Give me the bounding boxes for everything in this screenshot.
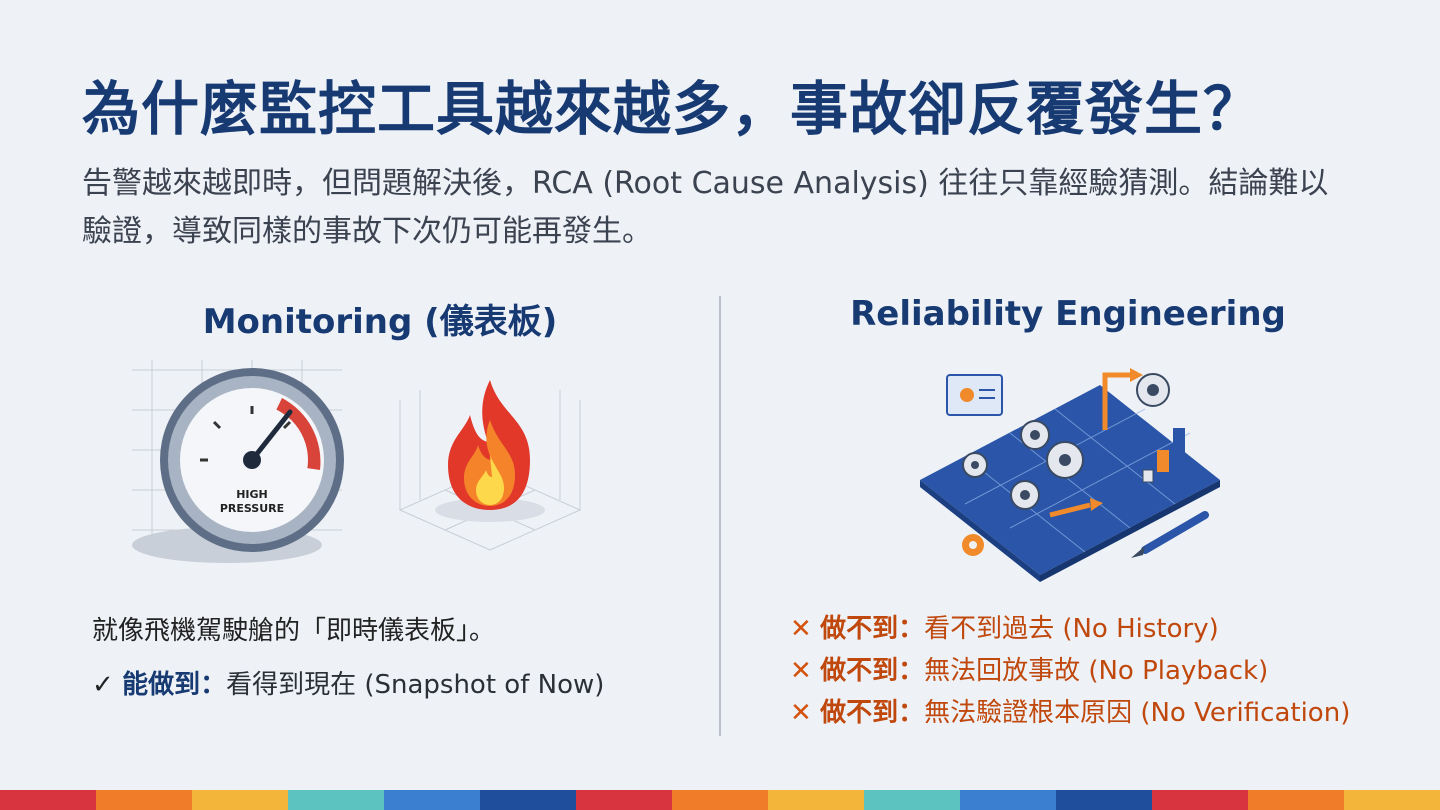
color-stripe xyxy=(1056,790,1152,810)
color-stripe xyxy=(1344,790,1440,810)
cross-icon: ✕ xyxy=(790,614,812,644)
cannot-label: 做不到： xyxy=(820,698,925,728)
color-stripe xyxy=(768,790,864,810)
cannot-label: 做不到： xyxy=(820,656,925,686)
cannot-item: ✕ 做不到：看不到過去 (No History) xyxy=(790,608,1350,650)
blueprint-gears-icon xyxy=(920,368,1220,582)
color-stripe xyxy=(192,790,288,810)
cannot-item: ✕ 做不到：無法回放事故 (No Playback) xyxy=(790,650,1350,692)
color-stripe xyxy=(288,790,384,810)
color-stripe xyxy=(0,790,96,810)
color-stripe xyxy=(1248,790,1344,810)
cross-icon: ✕ xyxy=(790,656,812,686)
can-do-label: 能做到： xyxy=(122,670,227,700)
cannot-text: 無法驗證根本原因 (No Verification) xyxy=(924,698,1351,728)
reliability-heading: Reliability Engineering xyxy=(850,294,1286,334)
monitoring-caption: 就像飛機駕駛艙的「即時儀表板」。 xyxy=(92,616,496,646)
monitoring-heading: Monitoring (儀表板) xyxy=(202,302,558,342)
color-stripe xyxy=(480,790,576,810)
color-stripe xyxy=(576,790,672,810)
cannot-list: ✕ 做不到：看不到過去 (No History) ✕ 做不到：無法回放事故 (N… xyxy=(790,608,1350,734)
page-subtitle: 告警越來越即時，但問題解決後，RCA (Root Cause Analysis)… xyxy=(82,166,1329,249)
color-stripe xyxy=(96,790,192,810)
color-stripe xyxy=(864,790,960,810)
color-stripe-bar xyxy=(0,790,1440,810)
color-stripe xyxy=(384,790,480,810)
cannot-text: 看不到過去 (No History) xyxy=(924,614,1219,644)
cannot-label: 做不到： xyxy=(820,614,925,644)
color-stripe xyxy=(672,790,768,810)
cross-icon: ✕ xyxy=(790,698,812,728)
cannot-text: 無法回放事故 (No Playback) xyxy=(924,656,1269,686)
column-divider xyxy=(719,296,721,736)
color-stripe xyxy=(1152,790,1248,810)
can-do-row: ✓ 能做到：看得到現在 (Snapshot of Now) xyxy=(92,664,604,701)
check-icon: ✓ xyxy=(92,670,114,700)
gauge-label-pressure: PRESSURE xyxy=(220,502,284,515)
gauge-label-high: HIGH xyxy=(236,488,268,501)
cannot-item: ✕ 做不到：無法驗證根本原因 (No Verification) xyxy=(790,692,1350,734)
color-stripe xyxy=(960,790,1056,810)
page-title: 為什麼監控工具越來越多，事故卻反覆發生？ xyxy=(82,75,1263,143)
pressure-gauge-icon: HIGH PRESSURE xyxy=(132,360,344,563)
can-do-text: 看得到現在 (Snapshot of Now) xyxy=(226,670,605,700)
fire-icon xyxy=(398,380,582,551)
